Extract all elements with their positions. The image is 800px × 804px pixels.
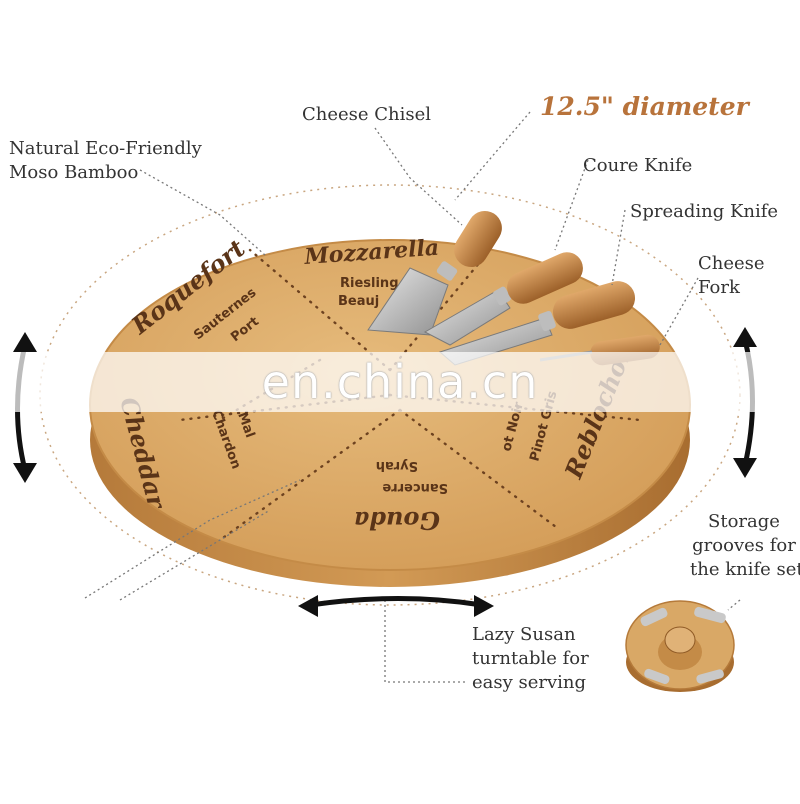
board-label-gouda: Gouda (354, 506, 440, 535)
board-label-sancerre: Sancerre (382, 480, 448, 495)
watermark-banner: en.china.cn (0, 352, 800, 412)
bamboo-callout: Natural Eco-Friendly Moso Bamboo (9, 138, 202, 183)
cheese-chisel-knife (367, 210, 502, 336)
spreading-knife-callout: Spreading Knife (630, 201, 779, 222)
diameter-label: 12.5" diameter (540, 92, 749, 121)
cheese-chisel-callout: Cheese Chisel (302, 104, 432, 125)
coure-knife-callout: Coure Knife (583, 155, 693, 176)
storage-inset-board (625, 600, 735, 692)
cheese-fork-callout: Cheese Fork (698, 253, 765, 298)
board-label-syrah: Syrah (376, 458, 418, 473)
storage-callout: Storage grooves for the knife set (690, 511, 800, 580)
watermark-text: en.china.cn (261, 355, 539, 409)
coure-knife (423, 252, 583, 346)
lazy-susan-callout: Lazy Susan turntable for easy serving (472, 624, 589, 693)
board-label-beaujolais: Beauj (338, 294, 379, 309)
callout-leaders (84, 111, 741, 683)
board-label-riesling: Riesling (340, 276, 399, 291)
